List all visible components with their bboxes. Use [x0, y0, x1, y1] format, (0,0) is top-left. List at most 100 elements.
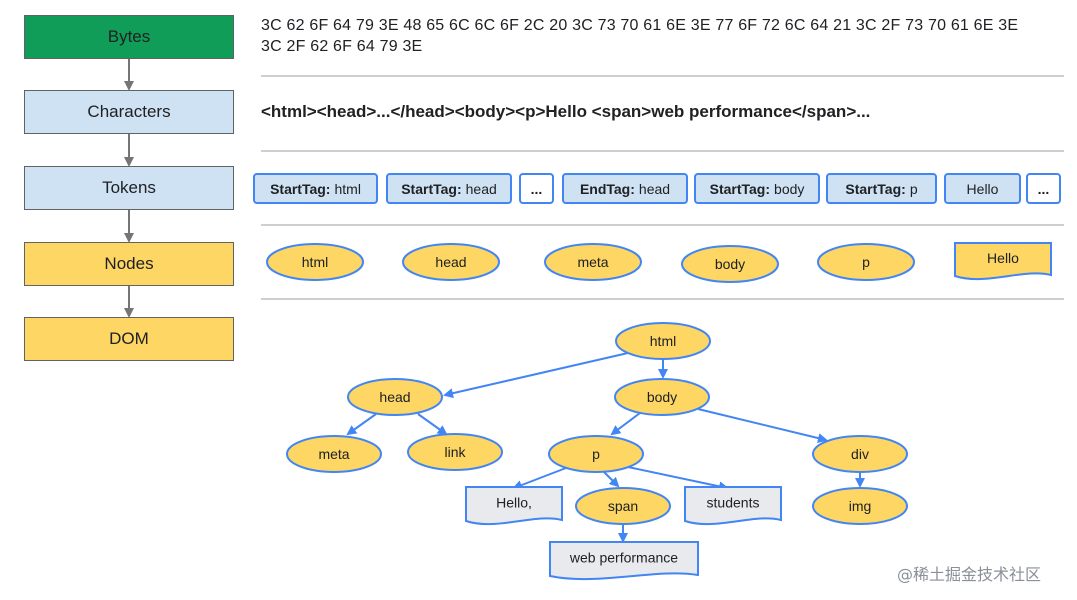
- dom-students-text-node: students: [684, 486, 782, 526]
- stage-box-dom: DOM: [24, 317, 234, 361]
- nodes-row-html-node-shape: [266, 243, 364, 281]
- token-type: StartTag:: [709, 180, 771, 197]
- separator: [261, 298, 1064, 300]
- dom-head-node-shape: [347, 378, 443, 416]
- dom-webperf-text-node: web performance: [549, 541, 699, 581]
- nodes-row-body-node-label: body: [715, 256, 745, 272]
- token-name: head: [638, 180, 671, 197]
- nodes-row-body-node-shape: [681, 245, 779, 283]
- separator: [261, 150, 1064, 152]
- dom-html-node-label: html: [650, 333, 676, 349]
- nodes-row: html head meta body p Hello: [266, 242, 1052, 283]
- dom-div-node: div: [812, 435, 908, 473]
- tree-edge-p-hello: [512, 467, 567, 490]
- dom-html-node-shape: [615, 322, 711, 360]
- dom-span-node-shape: [575, 487, 671, 525]
- token-: ...: [519, 173, 554, 204]
- dom-meta-node-shape: [286, 435, 382, 473]
- dom-img-node-shape: [812, 487, 908, 525]
- dom-link-node-label: link: [444, 444, 466, 460]
- dom-html-node: html: [615, 322, 711, 360]
- token-starttag-body: StartTag:body: [694, 173, 820, 204]
- nodes-row-p-node-label: p: [862, 254, 870, 270]
- nodes-row-meta-node-shape: [544, 243, 642, 281]
- nodes-row-head-node-label: head: [435, 254, 466, 270]
- token-type: EndTag:: [579, 180, 635, 197]
- watermark: @稀土掘金技术社区: [897, 565, 1042, 584]
- token-type: StartTag:: [401, 180, 462, 197]
- separator: [261, 224, 1064, 226]
- token-starttag-head: StartTag:head: [386, 173, 512, 204]
- token-hello: Hello: [944, 173, 1021, 204]
- separator: [261, 75, 1064, 77]
- nodes-row-body-node: body: [681, 245, 779, 283]
- stage-box-nodes: Nodes: [24, 242, 234, 286]
- nodes-row-meta-node-label: meta: [577, 254, 608, 270]
- tree-edge-p-span: [603, 471, 620, 488]
- nodes-row-html-node: html: [266, 243, 364, 281]
- stage-box-tokens: Tokens: [24, 166, 234, 210]
- nodes-row-hello-text-node-label: Hello: [987, 250, 1019, 266]
- token-name: ...: [530, 180, 543, 197]
- dom-meta-node: meta: [286, 435, 382, 473]
- dom-p-node-label: p: [592, 446, 600, 462]
- dom-head-node: head: [347, 378, 443, 416]
- dom-students-text-node-label: students: [707, 495, 760, 511]
- token-name: ...: [1037, 180, 1050, 197]
- dom-link-node-shape: [407, 433, 503, 471]
- nodes-row-html-node-label: html: [302, 254, 328, 270]
- bytes-text: 3C 62 6F 64 79 3E 48 65 6C 6C 6F 2C 20 3…: [261, 17, 1019, 55]
- dom-head-node-label: head: [379, 389, 410, 405]
- dom-students-text-node-shape: [684, 486, 782, 526]
- nodes-row-meta-node: meta: [544, 243, 642, 281]
- token-starttag-p: StartTag:p: [826, 173, 937, 204]
- nodes-row-hello-text-node: Hello: [954, 242, 1052, 281]
- tree-edge-body-div: [697, 408, 828, 443]
- nodes-row-p-node-shape: [817, 243, 915, 281]
- dom-body-node: body: [614, 378, 710, 416]
- tree-edge-head-link: [417, 413, 448, 436]
- stage-box-characters: Characters: [24, 90, 234, 134]
- dom-body-node-label: body: [647, 389, 677, 405]
- token-type: StartTag:: [845, 180, 906, 197]
- tree-edge-head-meta: [346, 413, 377, 436]
- dom-img-node-label: img: [849, 498, 872, 514]
- dom-tree-edges: [346, 352, 865, 543]
- dom-div-node-label: div: [851, 446, 869, 462]
- dom-webperf-text-node-label: web performance: [569, 550, 678, 566]
- dom-span-node-label: span: [608, 498, 638, 514]
- nodes-row-p-node: p: [817, 243, 915, 281]
- dom-webperf-text-node-shape: [549, 541, 699, 581]
- token-endtag-head: EndTag:head: [562, 173, 688, 204]
- characters-text: <html><head>...</head><body><p>Hello <sp…: [261, 102, 871, 121]
- dom-p-node-shape: [548, 435, 644, 473]
- dom-hello-text-node: Hello,: [465, 486, 563, 526]
- tree-edge-body-p: [610, 412, 641, 436]
- nodes-row-head-node-shape: [402, 243, 500, 281]
- tree-edge-html-head: [443, 352, 629, 399]
- dom-link-node: link: [407, 433, 503, 471]
- token-type: StartTag:: [270, 180, 331, 197]
- nodes-row-head-node: head: [402, 243, 500, 281]
- nodes-row-hello-text-node-shape: [954, 242, 1052, 281]
- dom-meta-node-label: meta: [318, 446, 349, 462]
- dom-p-node: p: [548, 435, 644, 473]
- dom-div-node-shape: [812, 435, 908, 473]
- token-name: head: [465, 180, 497, 197]
- dom-span-node: span: [575, 487, 671, 525]
- token-name: body: [774, 180, 805, 197]
- dom-body-node-shape: [614, 378, 710, 416]
- tree-edge-p-students: [627, 466, 729, 492]
- token-: ...: [1026, 173, 1061, 204]
- stage-box-bytes: Bytes: [24, 15, 234, 59]
- token-name: p: [909, 180, 918, 197]
- token-name: html: [334, 180, 361, 197]
- dom-hello-text-node-label: Hello,: [496, 495, 532, 511]
- dom-hello-text-node-shape: [465, 486, 563, 526]
- token-starttag-html: StartTag:html: [253, 173, 378, 204]
- dom-img-node: img: [812, 487, 908, 525]
- token-name: Hello: [966, 180, 999, 197]
